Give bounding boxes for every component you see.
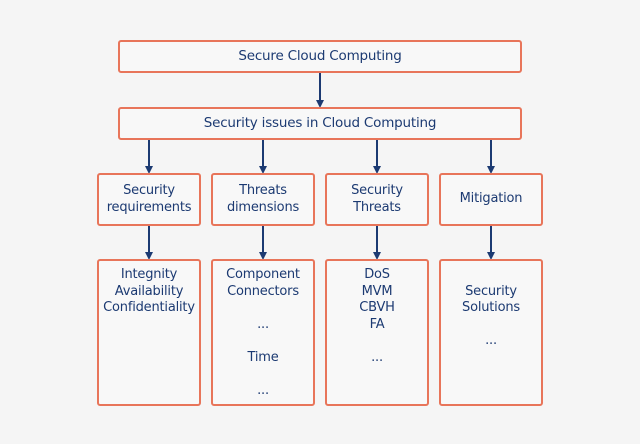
detail-line: Connectors xyxy=(227,283,299,299)
category-label-line: dimensions xyxy=(226,199,300,215)
detail-line: FA xyxy=(369,316,385,332)
detail-line: Component xyxy=(226,267,300,282)
detail-line: Confidentiality xyxy=(103,300,195,315)
detail-line: ... xyxy=(485,333,497,348)
detail-line: Integnity xyxy=(120,267,178,282)
category-label-line: Threats xyxy=(353,199,401,215)
root-node-secure-cloud-computing: Secure Cloud Computing xyxy=(118,40,522,73)
detail-line: Security xyxy=(465,283,517,299)
detail-line: Availability xyxy=(114,283,184,299)
detail-node-security-threats: DoS MVM CBVH FA ... xyxy=(325,259,429,406)
issues-node-label: Security issues in Cloud Computing xyxy=(203,115,437,132)
category-label-line: Security xyxy=(351,183,403,198)
category-node-security-requirements: Security requirements xyxy=(97,173,201,226)
detail-line: CBVH xyxy=(359,300,395,315)
detail-node-threats-dimensions: Component Connectors ... Time ... xyxy=(211,259,315,406)
category-label-line: Security xyxy=(123,183,175,198)
detail-line: ... xyxy=(257,316,269,332)
category-label-line: Mitigation xyxy=(459,191,523,207)
root-node-label: Secure Cloud Computing xyxy=(238,48,402,65)
detail-line: Time xyxy=(247,349,279,365)
category-node-mitigation: Mitigation xyxy=(439,173,543,226)
detail-line: Solutions xyxy=(462,300,520,315)
detail-line: MVM xyxy=(361,283,393,299)
detail-line: ... xyxy=(371,349,383,365)
detail-node-security-requirements: Integnity Availability Confidentiality xyxy=(97,259,201,406)
category-label-line: requirements xyxy=(106,199,192,215)
category-label-line: Threats xyxy=(239,183,287,198)
issues-node: Security issues in Cloud Computing xyxy=(118,107,522,140)
detail-line: ... xyxy=(257,382,269,398)
detail-node-mitigation: Security Solutions ... xyxy=(439,259,543,406)
category-node-security-threats: Security Threats xyxy=(325,173,429,226)
category-node-threats-dimensions: Threats dimensions xyxy=(211,173,315,226)
detail-line: DoS xyxy=(364,267,390,282)
